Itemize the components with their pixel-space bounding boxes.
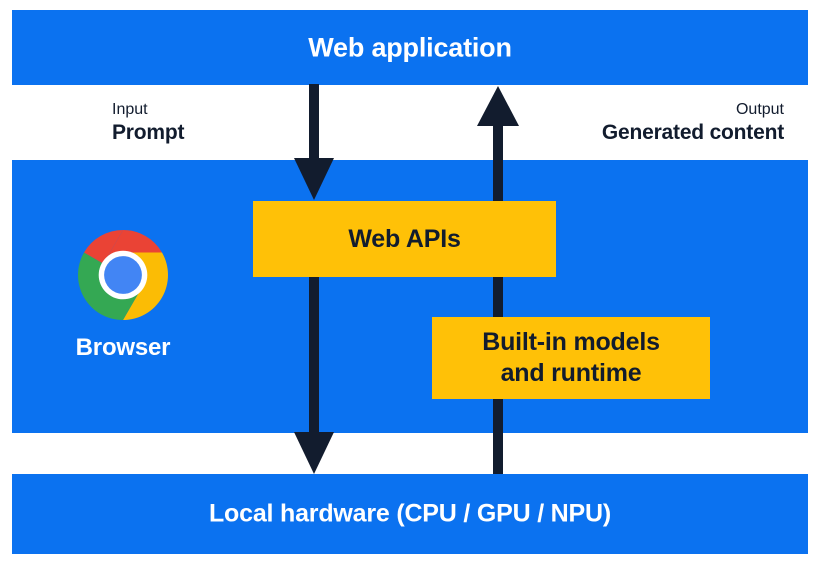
flow-output-value: Generated content [601,121,784,144]
chrome-logo-icon [78,230,168,320]
flow-input-value: Prompt [112,121,185,144]
box-built-in-line-1: Built-in models [482,328,660,356]
flow-label-input: Input Prompt [112,100,185,146]
band-web-application-label: Web application [308,32,512,62]
box-built-in-models[interactable]: Built-in models and runtime [432,317,710,399]
band-local-hardware: Local hardware (CPU / GPU / NPU) [12,474,808,554]
arrow-down-upper-icon [294,84,334,200]
band-local-hardware-label: Local hardware (CPU / GPU / NPU) [208,499,611,528]
browser-label: Browser [75,334,171,361]
arrow-up-icon [477,86,519,474]
box-built-in-line-2: and runtime [500,359,642,387]
band-web-application: Web application [12,10,808,85]
box-web-apis[interactable]: Web APIs [253,201,556,277]
arrow-down-lower-icon [294,272,334,474]
flow-label-output: Output Generated content [602,100,784,146]
browser-block: Browser [42,230,204,362]
flow-input-kicker: Input [112,101,148,118]
box-web-apis-label: Web APIs [348,224,461,253]
flow-output-kicker: Output [735,101,784,118]
box-built-in-models-label: Built-in models and runtime [482,327,660,389]
